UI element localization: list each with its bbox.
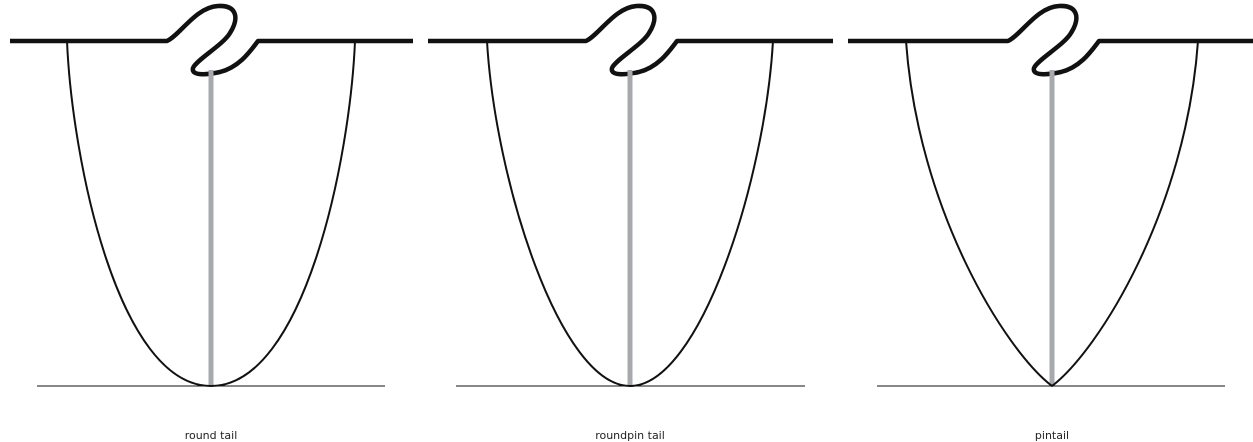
wave-line xyxy=(10,3,413,77)
wave-line xyxy=(848,3,1253,77)
pintail-panel xyxy=(848,3,1253,388)
round-tail-caption: round tail xyxy=(184,429,238,442)
roundpin-tail-caption: roundpin tail xyxy=(595,429,665,442)
wave-line xyxy=(428,3,833,77)
round-tail-panel xyxy=(10,3,413,388)
pintail-caption: pintail xyxy=(1034,429,1070,442)
roundpin-tail-panel xyxy=(428,3,833,388)
